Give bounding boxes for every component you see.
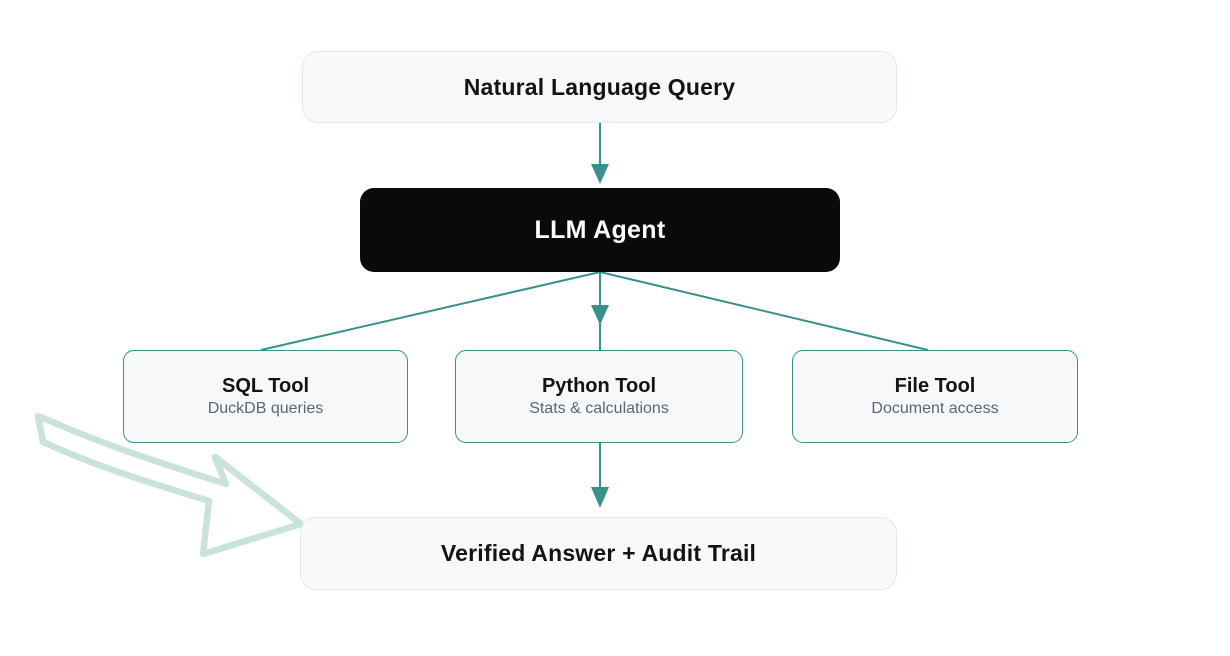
edge-agent-to-file	[599, 271, 929, 351]
edge-python-to-answer	[591, 443, 609, 508]
node-label: Natural Language Query	[463, 73, 736, 100]
edge-agent-to-python	[591, 272, 609, 350]
node-title: Python Tool	[541, 375, 657, 397]
node-title: File Tool	[894, 375, 976, 397]
node-natural-language-query: Natural Language Query	[302, 51, 897, 123]
node-subtitle: Stats & calculations	[529, 400, 669, 417]
node-verified-answer: Verified Answer + Audit Trail	[300, 517, 897, 590]
node-file-tool: File Tool Document access	[792, 350, 1078, 443]
node-subtitle: DuckDB queries	[207, 400, 324, 417]
node-subtitle: Document access	[871, 400, 999, 417]
node-python-tool: Python Tool Stats & calculations	[455, 350, 743, 443]
node-label: Verified Answer + Audit Trail	[440, 540, 757, 566]
node-title: SQL Tool	[221, 375, 310, 397]
edge-query-to-agent	[591, 123, 609, 184]
node-sql-tool: SQL Tool DuckDB queries	[123, 350, 408, 443]
edge-agent-to-sql	[260, 271, 601, 351]
node-llm-agent: LLM Agent	[360, 188, 840, 272]
node-label: LLM Agent	[534, 215, 666, 244]
